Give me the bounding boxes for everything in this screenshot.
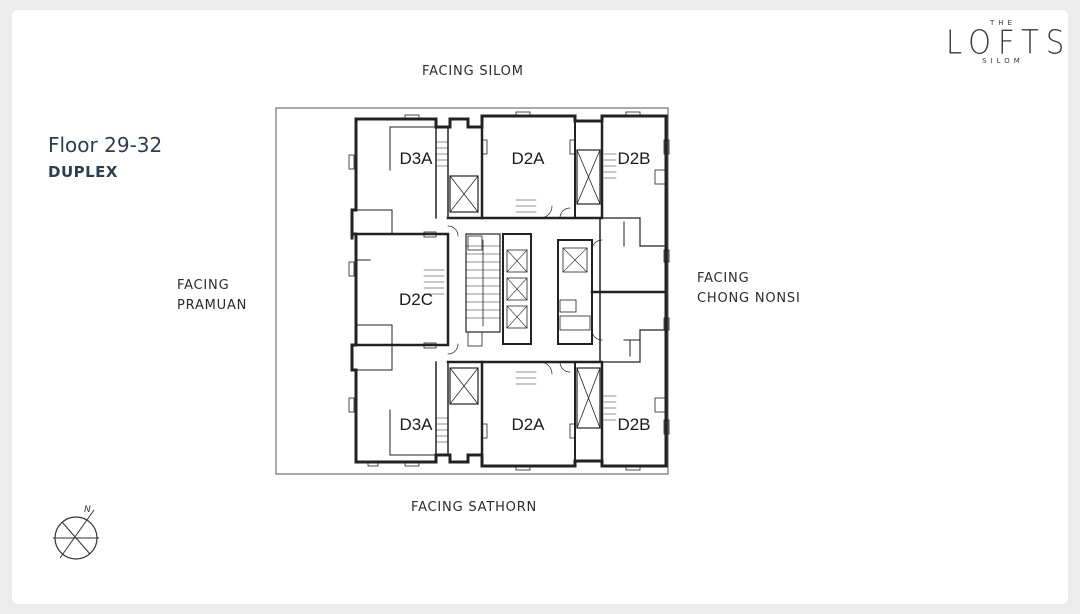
unit-label-bottom-right: D2B: [617, 415, 650, 434]
brand-logo: THE LOFTS SILOM: [946, 19, 1072, 89]
unit-label-bottom-left: D3A: [399, 415, 433, 434]
unit-label-top-left: D3A: [399, 149, 433, 168]
site-outline: [275, 107, 669, 475]
facing-bottom-label: FACING SATHORN: [411, 500, 538, 515]
logo-suffix: SILOM: [982, 57, 1024, 65]
facing-left-label: FACING PRAMUAN: [177, 278, 248, 313]
facing-right-label: FACING CHONG NONSI: [697, 271, 801, 306]
unit-type-title: DUPLEX: [48, 163, 118, 181]
plan-walls: [348, 111, 670, 471]
unit-label-middle-left: D2C: [399, 290, 433, 309]
unit-label-bottom-center: D2A: [511, 415, 545, 434]
logo-name: LOFTS: [946, 22, 1072, 62]
floor-title: Floor 29-32: [48, 133, 163, 157]
unit-label-top-center: D2A: [511, 149, 545, 168]
page-background: [12, 10, 1068, 604]
north-label: N: [84, 505, 91, 515]
unit-label-top-right: D2B: [617, 149, 650, 168]
north-compass-icon: N: [53, 505, 99, 560]
logo-prefix: THE: [990, 19, 1016, 27]
facing-top-label: FACING SILOM: [422, 64, 524, 79]
